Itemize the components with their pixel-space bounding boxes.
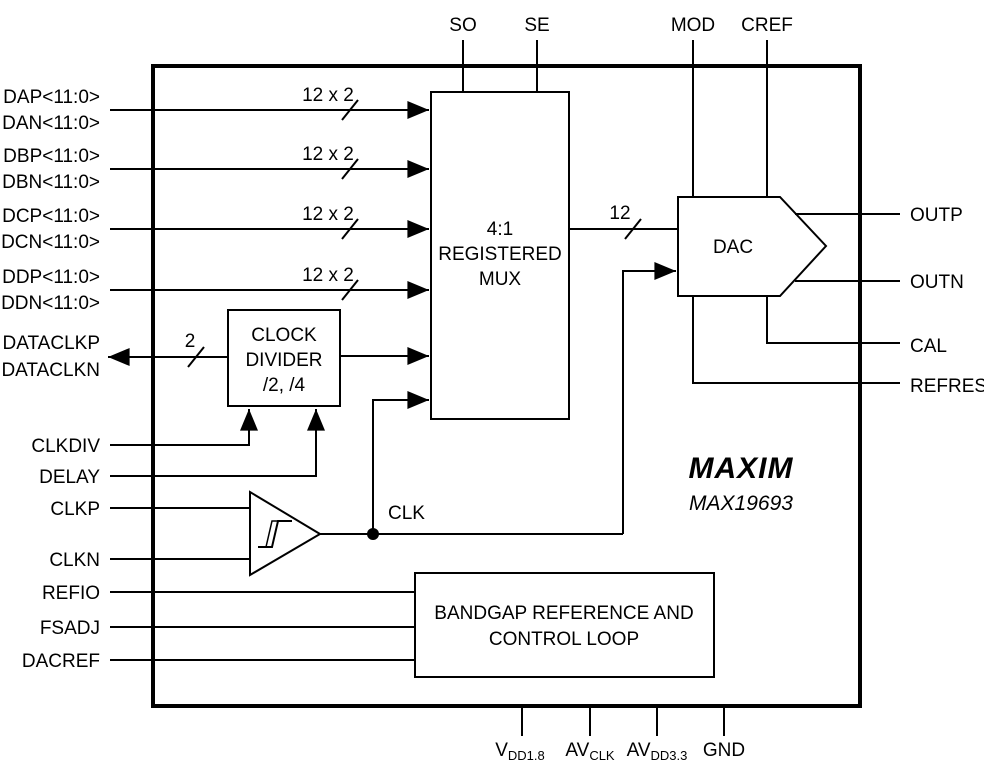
- pin-label-dcp: DCP<11:0>: [2, 206, 100, 227]
- clock-divider-label-line3: /2, /4: [263, 375, 306, 396]
- pin-label-cal: CAL: [910, 336, 947, 357]
- pin-label-cref: CREF: [741, 15, 793, 36]
- clock-divider-block: [227, 309, 341, 407]
- bus-b-slash: [341, 158, 359, 180]
- pin-label-avclk: AVCLK: [565, 740, 615, 763]
- schmitt-trigger-icon-inner: [265, 520, 278, 548]
- pin-label-dbp: DBP<11:0>: [3, 146, 100, 167]
- wire-delay: [110, 409, 325, 477]
- pin-label-clkdiv: CLKDIV: [31, 436, 100, 457]
- bus-c-width: 12 x 2: [302, 204, 354, 225]
- pin-label-so: SO: [449, 15, 476, 36]
- pin-label-delay: DELAY: [39, 467, 100, 488]
- dac-block: [677, 196, 828, 297]
- pin-label-dap: DAP<11:0>: [3, 87, 100, 108]
- pin-label-dataclkp: DATACLKP: [3, 333, 101, 354]
- chip-boundary: [151, 64, 862, 708]
- pin-label-dcn: DCN<11:0>: [1, 232, 100, 253]
- pin-label-outn: OUTN: [910, 272, 964, 293]
- pin-label-gnd: GND: [703, 740, 745, 761]
- dac-label: DAC: [713, 237, 753, 258]
- bus-d-width: 12 x 2: [302, 265, 354, 286]
- pin-label-clkn: CLKN: [49, 550, 100, 571]
- mux-label-line1: 4:1: [487, 219, 513, 240]
- dac-bus-slash: [624, 218, 642, 240]
- bus-a-slash: [341, 99, 359, 121]
- pin-label-dacref: DACREF: [22, 651, 100, 672]
- pin-label-fsadj: FSADJ: [40, 618, 100, 639]
- bus-c-slash: [341, 218, 359, 240]
- mux-label-line2: REGISTERED: [438, 244, 562, 265]
- dataclk-width: 2: [185, 331, 196, 352]
- bus-d-slash: [341, 279, 359, 301]
- pin-label-dataclkn: DATACLKN: [1, 360, 100, 381]
- pin-label-vdd18: VDD1.8: [495, 740, 545, 763]
- bandgap-label-line1: BANDGAP REFERENCE AND: [434, 603, 693, 624]
- wire-clkdiv: [110, 409, 258, 446]
- pin-label-se: SE: [524, 15, 549, 36]
- part-number: MAX19693: [689, 492, 793, 515]
- mux-block: [430, 91, 570, 420]
- mux-label-line3: MUX: [479, 269, 522, 290]
- pin-label-dan: DAN<11:0>: [2, 113, 100, 134]
- pin-label-refres: REFRES: [910, 376, 984, 397]
- dac-bus-width: 12: [609, 203, 630, 224]
- clk-to-dac: [622, 262, 677, 534]
- pin-label-clkp: CLKP: [50, 499, 100, 520]
- bandgap-label-line2: CONTROL LOOP: [489, 629, 639, 650]
- dataclk-slash: [187, 346, 205, 368]
- clk-label: CLK: [388, 503, 425, 524]
- pin-label-outp: OUTP: [910, 205, 963, 226]
- maxim-logo: MAXIM: [689, 452, 794, 485]
- clock-buffer: [249, 490, 322, 577]
- clock-divider-label-line1: CLOCK: [251, 325, 317, 346]
- pin-label-mod: MOD: [671, 15, 715, 36]
- bandgap-block: [414, 572, 715, 678]
- schmitt-trigger-icon: [258, 520, 292, 548]
- bus-a-width: 12 x 2: [302, 85, 354, 106]
- pin-label-ddn: DDN<11:0>: [1, 293, 100, 314]
- pin-label-refio: REFIO: [42, 583, 100, 604]
- wire-cal: [766, 296, 900, 344]
- bus-b-width: 12 x 2: [302, 144, 354, 165]
- clk-to-mux: [372, 391, 429, 534]
- pin-label-dbn: DBN<11:0>: [2, 172, 100, 193]
- clock-divider-label-line2: DIVIDER: [245, 350, 322, 371]
- pin-label-ddp: DDP<11:0>: [2, 267, 100, 288]
- wire-refres: [692, 296, 900, 384]
- pin-label-avdd33: AVDD3.3: [627, 740, 688, 763]
